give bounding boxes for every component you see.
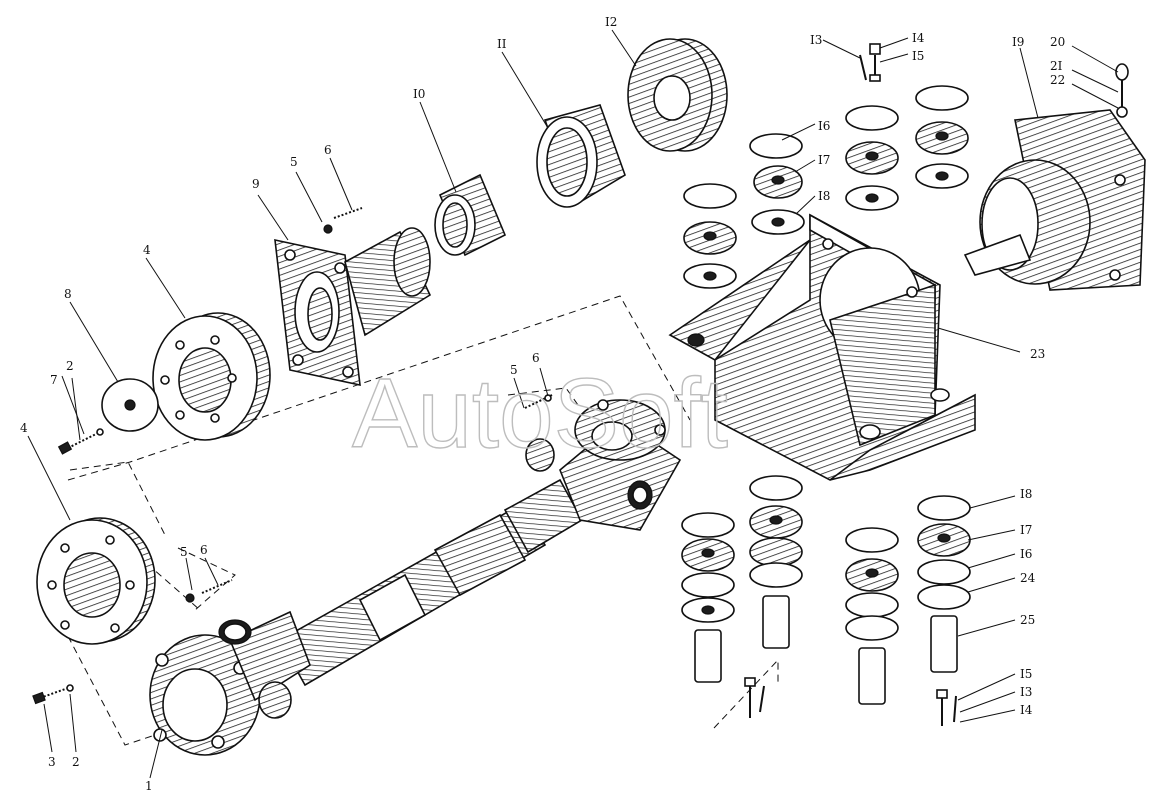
callout-19: I9 (1012, 35, 1024, 49)
callout-13-lower: I3 (1020, 685, 1032, 699)
callout-3: 3 (48, 755, 56, 769)
ring-12 (627, 38, 728, 152)
cardan-shaft (149, 399, 682, 756)
cushion-stack-top-right (845, 105, 899, 211)
flexible-disc-lower (36, 517, 156, 645)
callout-13-top: I3 (810, 33, 822, 47)
callout-6-upper: 6 (324, 143, 332, 157)
bolt-6-lower (185, 579, 233, 603)
flexible-disc-upper (152, 312, 271, 441)
cushion-stack-lower-3 (845, 527, 899, 705)
callout-5-shaft: 5 (510, 363, 518, 377)
callout-24: 24 (1020, 571, 1036, 585)
callout-4-upper: 4 (143, 243, 151, 257)
callout-2-upper: 2 (66, 359, 74, 373)
callout-16-top: I6 (818, 119, 830, 133)
callout-16-lower: I6 (1020, 547, 1032, 561)
bolt-set-lower-right (936, 689, 957, 726)
callout-15-lower: I5 (1020, 667, 1032, 681)
cushion-stack-top-mid (749, 133, 805, 235)
callout-labels: 1 2 3 2 7 8 4 4 9 5 6 I0 II I2 5 6 5 6 I… (20, 15, 1065, 793)
bracket-23 (668, 213, 976, 481)
callout-11: II (497, 37, 507, 51)
callout-8: 8 (64, 287, 72, 301)
callout-12: I2 (605, 15, 617, 29)
callout-4-lower: 4 (20, 421, 28, 435)
flanged-housing-9 (274, 227, 432, 387)
callout-10: I0 (413, 87, 425, 101)
bolt-3 (32, 684, 74, 705)
callout-6-shaft: 6 (532, 351, 540, 365)
bolt-7 (57, 428, 104, 455)
callout-17-lower: I7 (1020, 523, 1032, 537)
bolt-6-upper (323, 207, 363, 234)
watermark: AutoSoft (352, 358, 728, 468)
bolt-20 (1115, 63, 1129, 118)
callout-5-lower: 5 (180, 545, 188, 559)
callout-6-lower: 6 (200, 543, 208, 557)
washer-part-8 (101, 378, 159, 432)
callout-15-top: I5 (912, 49, 924, 63)
callout-21: 2I (1050, 59, 1063, 73)
cushion-stack-lower-4 (917, 495, 971, 673)
callout-2-lower: 2 (72, 755, 80, 769)
callout-14-lower: I4 (1020, 703, 1033, 717)
gearbox-19 (963, 109, 1146, 291)
bolt-set-lower-left (744, 677, 765, 718)
callout-18-lower: I8 (1020, 487, 1032, 501)
cushion-stack-lower-2 (749, 475, 803, 649)
cushion-stack-top-left (683, 183, 737, 289)
callout-23: 23 (1030, 347, 1045, 361)
bolt-set-top (859, 43, 881, 82)
callout-5-upper: 5 (290, 155, 298, 169)
callout-1: 1 (145, 779, 153, 793)
callout-7: 7 (50, 373, 58, 387)
callout-25: 25 (1020, 613, 1035, 627)
leader-lines (27, 29, 1119, 779)
sleeve-10 (434, 173, 507, 257)
callout-20: 20 (1050, 35, 1065, 49)
callout-22: 22 (1050, 73, 1065, 87)
callout-14-top: I4 (912, 31, 925, 45)
bearing-11 (536, 104, 626, 208)
callout-17-top: I7 (818, 153, 830, 167)
cushion-stack-lower-1 (681, 512, 735, 683)
callout-18-top: I8 (818, 189, 830, 203)
cushion-stack-top-far (915, 85, 969, 189)
callout-9: 9 (252, 177, 260, 191)
